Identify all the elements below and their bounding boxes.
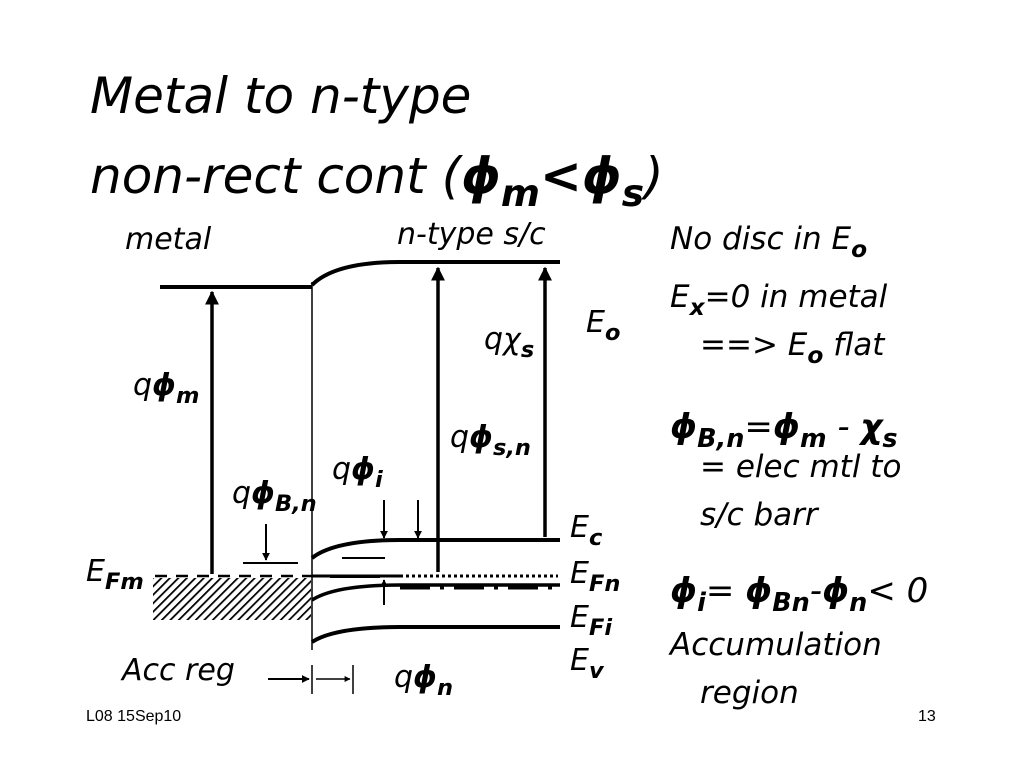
q-chi-s-label: qχs bbox=[484, 322, 535, 363]
ntype-label: n-type s/c bbox=[397, 217, 546, 252]
footer-course-date: L08 15Sep10 bbox=[86, 708, 182, 725]
note-phi-i-eq: ϕi= ϕBn-ϕn< 0 bbox=[670, 571, 929, 618]
q-phi-i-label: qϕi bbox=[332, 452, 383, 493]
q-phi-m-label: qϕm bbox=[133, 368, 200, 409]
note-accumulation: Accumulation bbox=[670, 627, 882, 663]
note-sc-barr: s/c barr bbox=[700, 497, 818, 533]
sc-vacuum-level bbox=[310, 260, 560, 287]
metal-filled-states bbox=[153, 578, 311, 620]
acc-reg-label: Acc reg bbox=[122, 653, 235, 688]
note-eo-flat: ==> Eo flat bbox=[700, 327, 885, 370]
note-elec-mtl: = elec mtl to bbox=[700, 449, 902, 485]
title-line-1: Metal to n-type bbox=[90, 67, 472, 125]
q-phi-sn-label: qϕs,n bbox=[450, 420, 531, 461]
efi-label: EFi bbox=[570, 600, 613, 641]
efn-label: EFn bbox=[570, 556, 621, 597]
note-phi-bn-eq: ϕB,n=ϕm - χs bbox=[670, 407, 898, 454]
q-phi-bn-label: qϕB,n bbox=[232, 476, 317, 517]
metal-label: metal bbox=[125, 222, 212, 257]
note-region: region bbox=[700, 675, 799, 711]
page-number: 13 bbox=[918, 708, 936, 725]
valence-band-ev bbox=[310, 625, 560, 644]
note-no-disc: No disc in Eo bbox=[670, 221, 868, 264]
ec-label: Ec bbox=[570, 510, 603, 551]
conduction-band-ec bbox=[310, 538, 560, 560]
efm-label: EFm bbox=[86, 554, 144, 595]
intrinsic-level-efi bbox=[311, 583, 560, 602]
ev-label: Ev bbox=[570, 643, 604, 684]
title-line-2: non-rect cont (ϕm<ϕs) bbox=[90, 147, 664, 216]
q-phi-n-label: qϕn bbox=[394, 660, 453, 701]
eo-label: Eo bbox=[586, 305, 621, 346]
note-ex-zero: Ex=0 in metal bbox=[670, 279, 888, 322]
